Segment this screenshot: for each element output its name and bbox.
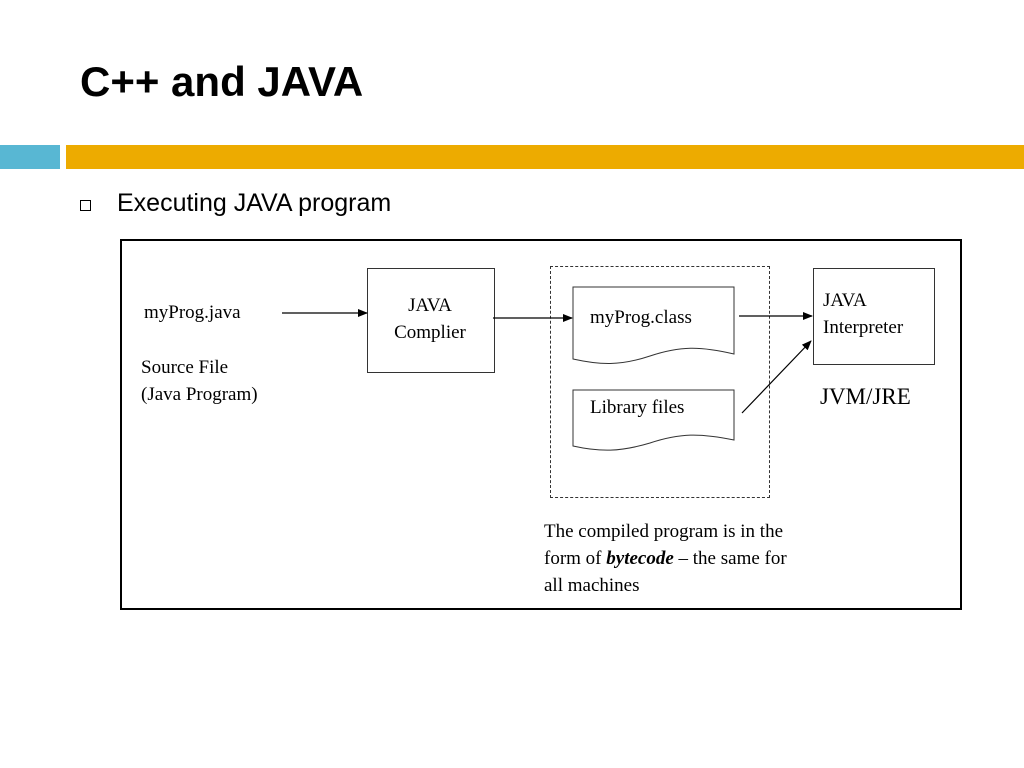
bullet-text: Executing JAVA program: [117, 188, 392, 217]
interpreter-label-line2: Interpreter: [823, 317, 904, 338]
source-caption-line2: (Java Program): [141, 384, 258, 405]
bytecode-note-line1: The compiled program is in the: [544, 521, 784, 542]
arrow-library-to-interpreter: [741, 340, 812, 414]
bytecode-term: bytecode: [606, 548, 674, 569]
compiler-label-line2: Complier: [394, 322, 466, 343]
library-files-label: Library files: [590, 397, 685, 418]
bytecode-note-line3: all machines: [544, 575, 640, 596]
source-caption-line1: Source File: [141, 357, 229, 378]
bullet-item: Executing JAVA program: [80, 186, 391, 220]
source-file-name: myProg.java: [144, 302, 241, 323]
interpreter-box: [813, 268, 935, 365]
compiler-box: [367, 268, 495, 373]
library-file-document-icon: [572, 389, 735, 451]
jvm-jre-label: JVM/JRE: [820, 384, 911, 409]
compiler-label-line1: JAVA: [408, 295, 452, 316]
note-line2-suffix: – the same for: [673, 548, 787, 569]
slide-title: C++ and JAVA: [80, 58, 364, 105]
accent-bar-gold: [66, 145, 1024, 169]
note-line2-prefix: form of: [544, 548, 607, 569]
class-file-document-icon: [572, 286, 735, 365]
interpreter-label-line1: JAVA: [823, 290, 867, 311]
class-file-label: myProg.class: [590, 307, 692, 328]
accent-bar-blue: [0, 145, 60, 169]
square-bullet-icon: [80, 199, 91, 211]
bytecode-note-line2: form of bytecode – the same for: [544, 545, 787, 572]
bytecode-group: [550, 266, 770, 498]
